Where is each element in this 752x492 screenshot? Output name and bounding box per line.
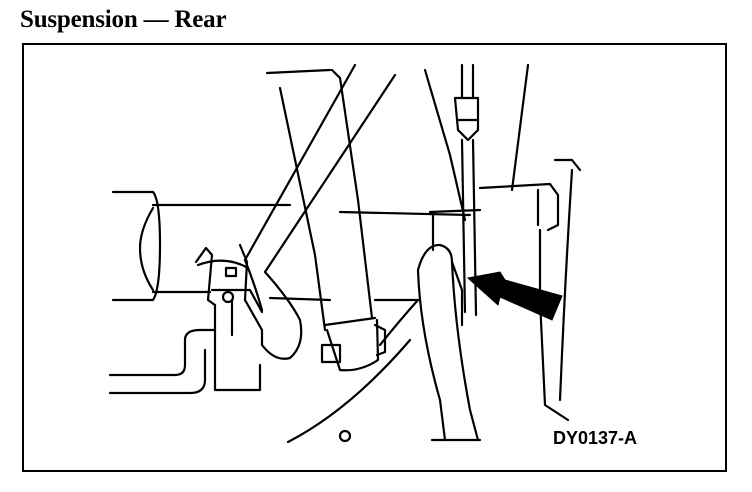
leaf-spring — [286, 243, 482, 444]
axle-housing — [111, 190, 472, 302]
frame-rail — [423, 63, 582, 422]
shock-absorber — [265, 68, 387, 372]
figure-frame — [22, 43, 727, 472]
brake-line — [453, 63, 480, 317]
page-title: Suspension — Rear — [20, 6, 227, 33]
figure-reference-code: DY0137-A — [553, 428, 638, 448]
lower-bracket — [108, 303, 262, 395]
stabilizer-clamp — [194, 243, 264, 347]
mounting-hole — [338, 429, 352, 443]
arrow-pointer-icon — [466, 271, 563, 321]
stabilizer-bar — [243, 63, 397, 360]
